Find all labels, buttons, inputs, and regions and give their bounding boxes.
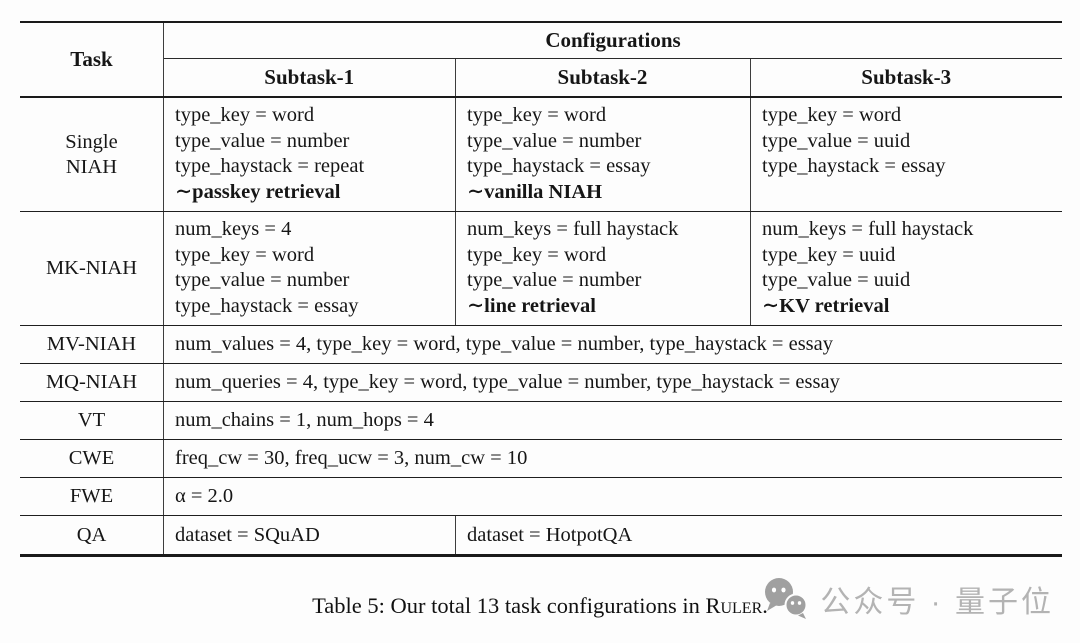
config-line: type_value = number (467, 269, 642, 291)
header-configurations: Configurations (164, 23, 1062, 59)
mk-niah-subtask1-config: num_keys = 4 type_key = word type_value … (163, 212, 455, 325)
mq-niah-config: num_queries = 4, type_key = word, type_v… (163, 364, 1062, 401)
single-niah-subtask3-config: type_key = word type_value = uuid type_h… (750, 98, 1062, 211)
config-line: type_haystack = essay (175, 294, 359, 317)
table-row-qa: QA dataset = SQuAD dataset = HotpotQA (20, 515, 1062, 554)
task-label: FWE (69, 485, 114, 507)
header-subtask-3: Subtask-3 (749, 59, 1063, 96)
cwe-config: freq_cw = 30, freq_ucw = 3, num_cw = 10 (163, 440, 1062, 477)
config-line: type_value = number (175, 269, 350, 291)
single-niah-subtask1-config: type_key = word type_value = number type… (163, 98, 455, 211)
config-alias: ∼KV retrieval (762, 294, 890, 317)
single-niah-subtask2-config: type_key = word type_value = number type… (455, 98, 750, 211)
config-line: type_haystack = essay (762, 155, 946, 177)
task-label: Single NIAH (65, 130, 118, 178)
config-line: type_value = number (175, 129, 350, 152)
config-line: type_key = uuid (762, 243, 896, 266)
task-label: VT (77, 409, 106, 431)
table-row-single-niah: Single NIAH type_key = word type_value =… (20, 98, 1062, 211)
config-line: type_value = uuid (762, 129, 911, 152)
config-line: type_key = word (762, 104, 902, 126)
config-line: type_key = word (467, 104, 607, 126)
mv-niah-config: num_values = 4, type_key = word, type_va… (163, 326, 1062, 363)
qa-subtask1-config: dataset = SQuAD (163, 516, 455, 554)
task-label: QA (76, 523, 107, 546)
table-header: Task Configurations Subtask-1 Subtask-2 … (20, 23, 1062, 98)
caption-text: Table 5: Our total 13 task configuration… (312, 593, 706, 618)
mk-niah-subtask3-config: num_keys = full haystack type_key = uuid… (750, 212, 1062, 325)
header-configurations-area: Configurations Subtask-1 Subtask-2 Subta… (163, 23, 1062, 96)
config-line: type_haystack = repeat (175, 155, 365, 177)
table-row-cwe: CWE freq_cw = 30, freq_ucw = 3, num_cw =… (20, 439, 1062, 477)
table-caption: Table 5: Our total 13 task configuration… (0, 593, 1080, 619)
task-label: MQ-NIAH (45, 371, 138, 393)
watermark-text: 公众号 · 量子位 (820, 586, 1054, 619)
task-label: MV-NIAH (46, 333, 137, 355)
caption-ruler-smallcaps: Ruler (705, 593, 763, 618)
config-line: type_value = number (467, 129, 642, 152)
qa-subtask2-config: dataset = HotpotQA (455, 516, 1062, 554)
table-row-mk-niah: MK-NIAH num_keys = 4 type_key = word typ… (20, 211, 1062, 325)
config-alias: ∼passkey retrieval (175, 180, 341, 203)
config-line: type_haystack = essay (467, 155, 651, 177)
header-task: Task (70, 47, 113, 71)
watermark: 公众号 · 量子位 (762, 577, 1054, 621)
config-line: type_key = word (467, 243, 607, 266)
config-line: type_value = uuid (762, 269, 911, 291)
wechat-icon (765, 578, 808, 619)
vt-config: num_chains = 1, num_hops = 4 (163, 402, 1062, 439)
table-row-mv-niah: MV-NIAH num_values = 4, type_key = word,… (20, 325, 1062, 363)
header-subtask-row: Subtask-1 Subtask-2 Subtask-3 (164, 59, 1062, 96)
config-line: type_key = word (175, 104, 315, 126)
task-label: CWE (68, 447, 115, 469)
config-line: num_keys = 4 (175, 218, 292, 240)
table-row-mq-niah: MQ-NIAH num_queries = 4, type_key = word… (20, 363, 1062, 401)
header-subtask-2: Subtask-2 (454, 59, 750, 96)
task-configurations-table: Task Configurations Subtask-1 Subtask-2 … (20, 21, 1062, 557)
task-label: MK-NIAH (45, 257, 138, 279)
table-row-vt: VT num_chains = 1, num_hops = 4 (20, 401, 1062, 439)
fwe-config: α = 2.0 (163, 478, 1062, 515)
caption-period: . (762, 593, 768, 618)
table-row-fwe: FWE α = 2.0 (20, 477, 1062, 515)
config-line: num_keys = full haystack (467, 218, 679, 240)
config-alias: ∼line retrieval (467, 294, 596, 317)
config-alias: ∼vanilla NIAH (467, 180, 603, 203)
header-subtask-1: Subtask-1 (264, 65, 355, 89)
config-line: num_keys = full haystack (762, 218, 974, 240)
mk-niah-subtask2-config: num_keys = full haystack type_key = word… (455, 212, 750, 325)
config-line: type_key = word (175, 243, 315, 266)
